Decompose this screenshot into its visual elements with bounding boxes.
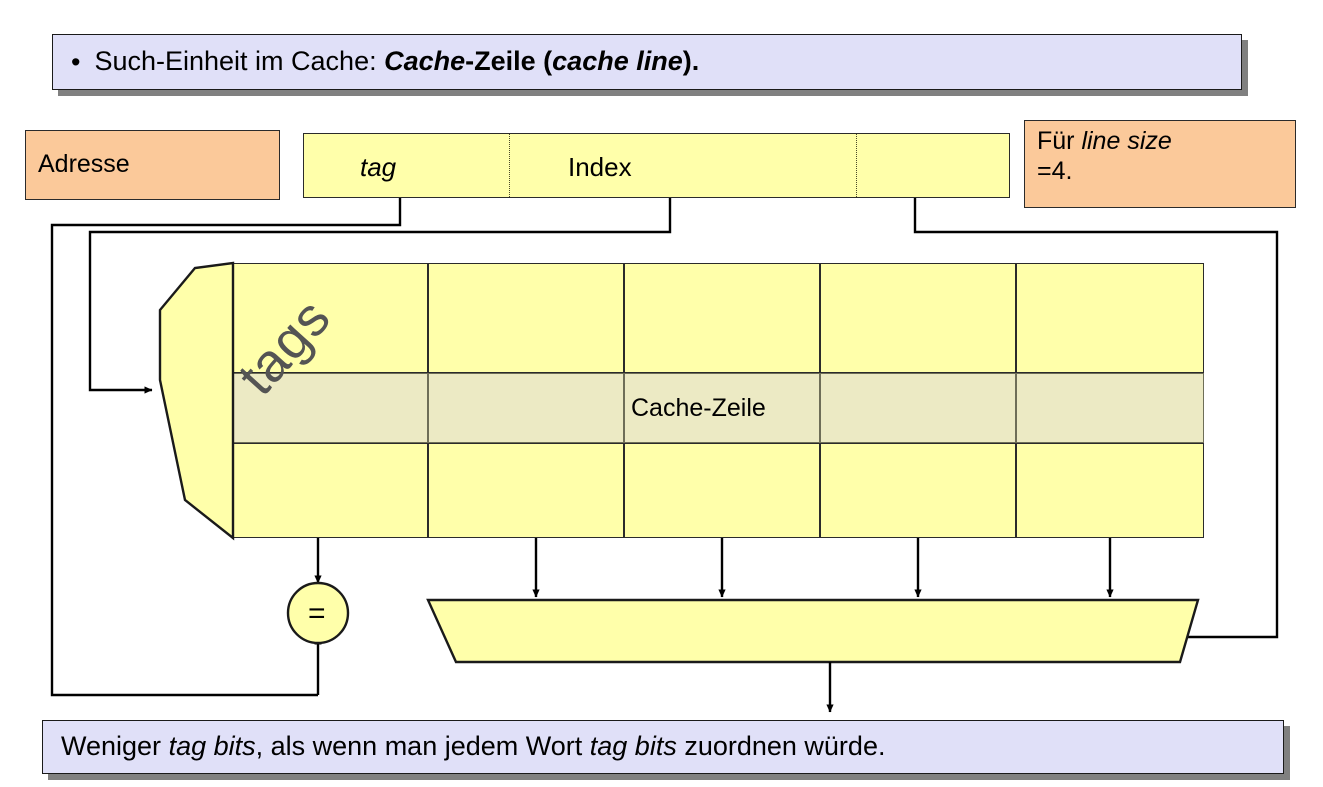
header-callout: • Such-Einheit im Cache: Cache-Zeile (ca… [52,34,1242,90]
footer-text-part5: zuordnen würde. [676,731,886,762]
cache-cell-r1c1 [428,373,624,443]
adresse-label: Adresse [38,150,130,179]
header-text: Such-Einheit im Cache: Cache-Zeile (cach… [94,46,699,77]
decoder-shape [158,261,235,541]
cache-cell-r0c3 [820,263,1016,373]
address-divider-2 [856,134,857,197]
line-size-note-line1: Für line size [1037,127,1285,157]
cache-cell-r0c1 [428,263,624,373]
header-text-cacheline: cache line [552,46,683,77]
footer-text-tagbits-1: tag bits [168,731,256,762]
cache-cell-r0c4 [1016,263,1204,373]
header-text-zeile: -Zeile ( [465,46,553,77]
address-field-index: Index [568,152,632,182]
bullet-icon: • [71,46,81,77]
line-size-note-line2: =4. [1037,156,1073,185]
footer-text: Weniger tag bits, als wenn man jedem Wor… [61,731,885,762]
comparator-equals-label: = [308,597,326,630]
cache-cell-r2c0 [233,443,428,538]
cache-cell-r2c2 [624,443,820,538]
note-italic: line size [1081,127,1172,155]
line-size-note-box: Für line size =4. [1024,120,1296,208]
cache-cell-r2c4 [1016,443,1204,538]
footer-text-part1: Weniger [61,731,169,762]
header-text-end: ). [682,46,700,77]
cache-cell-r0c2 [624,263,820,373]
cache-line-label: Cache-Zeile [631,394,766,422]
header-text-part1: Such-Einheit im Cache: [94,46,385,77]
footer-callout: Weniger tag bits, als wenn man jedem Wor… [42,720,1284,774]
address-divider-1 [509,134,510,197]
note-prefix: Für [1037,127,1082,155]
cache-cell-r2c3 [820,443,1016,538]
footer-text-part3: , als wenn man jedem Wort [255,731,590,762]
header-text-cache: Cache [384,46,466,77]
address-field-tag: tag [360,152,397,182]
cache-cell-r1c3 [820,373,1016,443]
footer-text-tagbits-2: tag bits [589,731,677,762]
adresse-box: Adresse [25,130,280,200]
cache-cell-r1c4 [1016,373,1204,443]
multiplexer-shape [426,598,1200,664]
address-bar [303,133,1010,198]
cache-cell-r2c1 [428,443,624,538]
